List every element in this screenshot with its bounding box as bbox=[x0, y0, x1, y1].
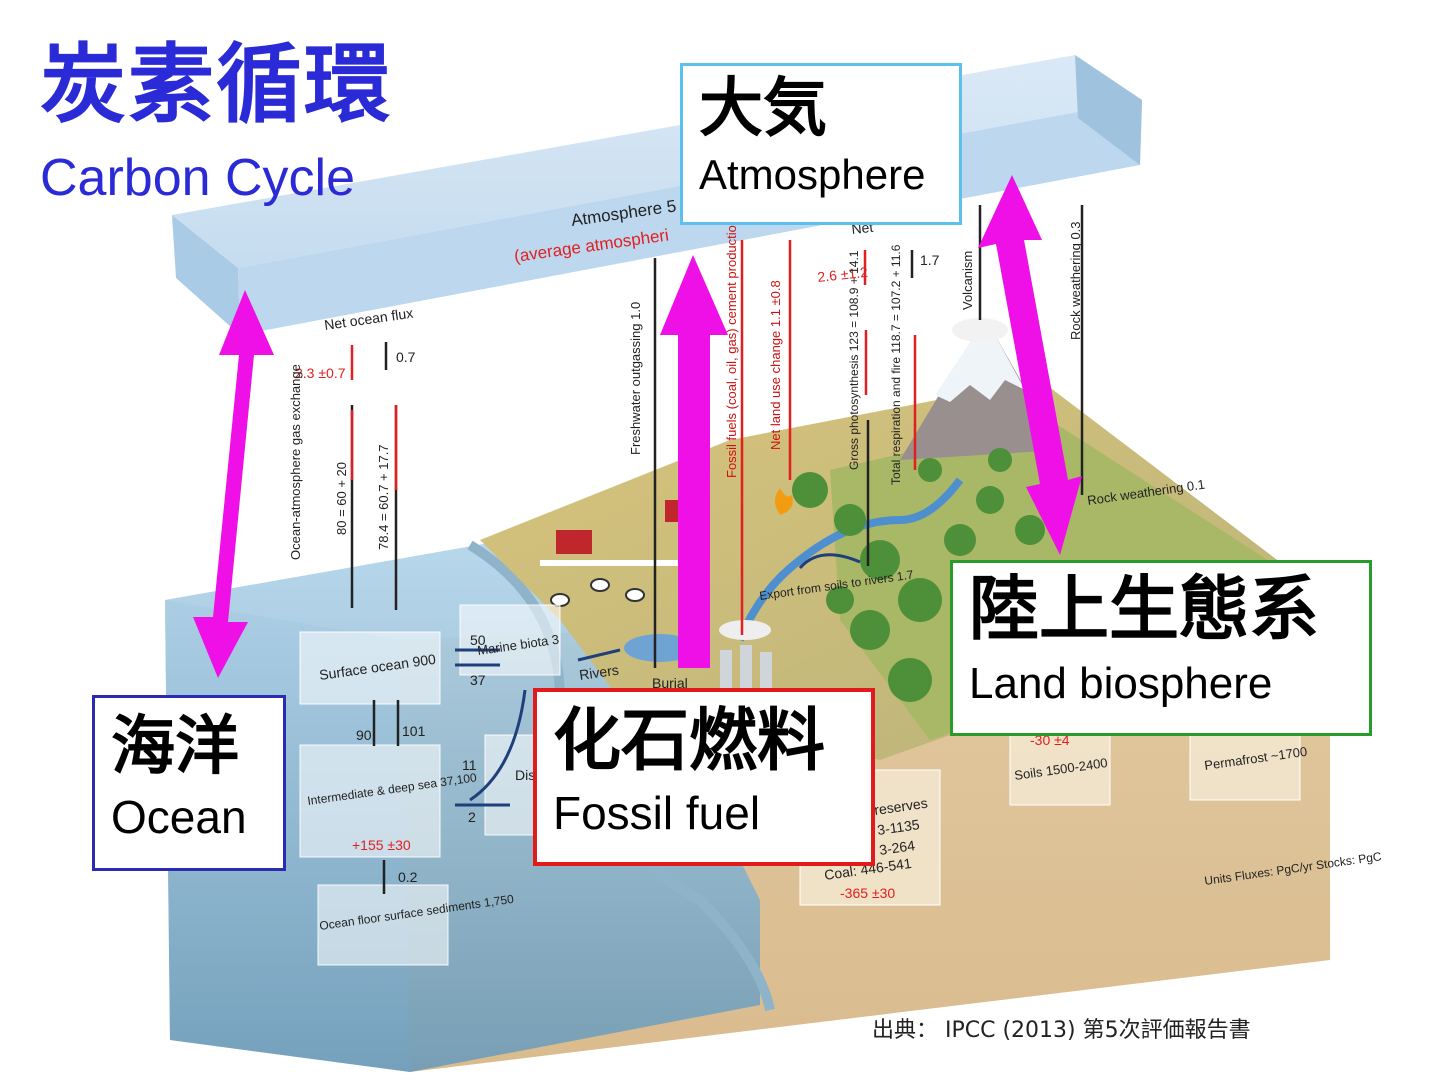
ocean-atmosphere-double-arrow bbox=[193, 290, 274, 678]
source-citation: 出典： IPCC (2013) 第5次評価報告書 bbox=[872, 1018, 1251, 1043]
burial-label: Burial bbox=[652, 675, 688, 691]
ocean-label-en: Ocean bbox=[111, 791, 247, 844]
atmosphere-label-box: 大気 Atmosphere bbox=[680, 63, 962, 225]
total-respiration-label: Total respiration and fire 118.7 = 107.2… bbox=[889, 244, 903, 485]
flux-50-value: 50 bbox=[470, 632, 486, 648]
factory bbox=[719, 620, 772, 690]
blue-flux-arrows bbox=[455, 553, 861, 807]
fossil-reserves-label: reserves bbox=[873, 795, 928, 818]
gross-photosynthesis-label: Gross photosynthesis 123 = 108.9 + 14.1 bbox=[847, 250, 861, 470]
ocean-stock-boxes bbox=[299, 604, 561, 966]
fossil-oil-value: 3-264 bbox=[878, 837, 916, 858]
flux-101-value: 101 bbox=[402, 723, 426, 739]
river bbox=[736, 477, 964, 642]
fossil-fuel-label-box: 化石燃料 Fossil fuel bbox=[533, 688, 875, 866]
volcanism-label: Volcanism bbox=[960, 251, 975, 310]
page-title: 炭素循環 bbox=[40, 35, 392, 135]
fossil-fuel-label-jp: 化石燃料 bbox=[553, 702, 826, 781]
land-down-flux-value: 2.6 ±1.2 bbox=[817, 264, 869, 285]
land-biosphere-label-en: Land biosphere bbox=[969, 658, 1273, 708]
cows bbox=[550, 578, 645, 607]
ocean-up-flux-value: 0.7 bbox=[396, 349, 416, 365]
exchange-up-value: 78.4 = 60.7 + 17.7 bbox=[376, 444, 391, 550]
volcano-snow bbox=[935, 335, 1025, 402]
flux-11-value: 11 bbox=[462, 757, 477, 773]
fire-icon bbox=[775, 488, 793, 515]
atmosphere-label-jp: 大気 bbox=[699, 72, 827, 146]
ocean-down-flux-value: 2.3 ±0.7 bbox=[295, 365, 346, 381]
volcano bbox=[900, 335, 1060, 460]
flux-0-2-value: 0.2 bbox=[398, 869, 418, 885]
tractor bbox=[556, 530, 592, 554]
ocean-atm-exchange-label: Ocean-atmosphere gas exchange bbox=[288, 364, 303, 560]
net-land-use-label: Net land use change 1.1 ±0.8 bbox=[768, 280, 783, 450]
forest-trees bbox=[792, 448, 1045, 702]
fence bbox=[540, 560, 690, 566]
flux-2-value: 2 bbox=[468, 809, 476, 825]
fossil-gas-value: 3-1135 bbox=[876, 816, 921, 838]
land-up-flux-value: 1.7 bbox=[920, 252, 940, 268]
land-atmosphere-double-arrow bbox=[978, 175, 1082, 555]
dissolved-partial-label: Dis bbox=[515, 767, 535, 783]
page-subtitle: Carbon Cycle bbox=[40, 149, 356, 207]
fossil-atmosphere-arrow bbox=[660, 255, 728, 668]
land-biosphere-label-box: 陸上生態系 Land biosphere bbox=[950, 560, 1372, 736]
flux-90-value: 90 bbox=[356, 727, 372, 743]
land-biosphere-label-jp: 陸上生態系 bbox=[969, 568, 1319, 650]
atmosphere-label-en: Atmosphere bbox=[699, 151, 926, 199]
red-flux-arrows bbox=[350, 240, 917, 635]
exchange-down-value: 80 = 60 + 20 bbox=[334, 462, 349, 535]
flux-37-value: 37 bbox=[470, 672, 486, 688]
ocean-label-box: 海洋 Ocean bbox=[92, 695, 286, 871]
rivers-label: Rivers bbox=[578, 662, 620, 683]
atmosphere-slab-end bbox=[1075, 55, 1142, 165]
ocean-label-jp: 海洋 bbox=[111, 710, 239, 784]
deep-sea-change-value: +155 ±30 bbox=[352, 837, 411, 853]
fossil-change-value: -365 ±30 bbox=[840, 885, 895, 901]
fossil-fuel-label-en: Fossil fuel bbox=[553, 787, 761, 840]
freshwater-outgassing-label: Freshwater outgassing 1.0 bbox=[628, 302, 643, 455]
atmosphere-slab-front bbox=[172, 215, 240, 335]
volcano-smoke bbox=[952, 318, 1008, 342]
rock-weathering-vertical-label: Rock weathering 0.3 bbox=[1068, 221, 1083, 340]
fossil-cement-flux-label: Fossil fuels (coal, oil, gas) cement pro… bbox=[724, 167, 739, 478]
soils-change-value: -30 ±4 bbox=[1030, 732, 1070, 748]
